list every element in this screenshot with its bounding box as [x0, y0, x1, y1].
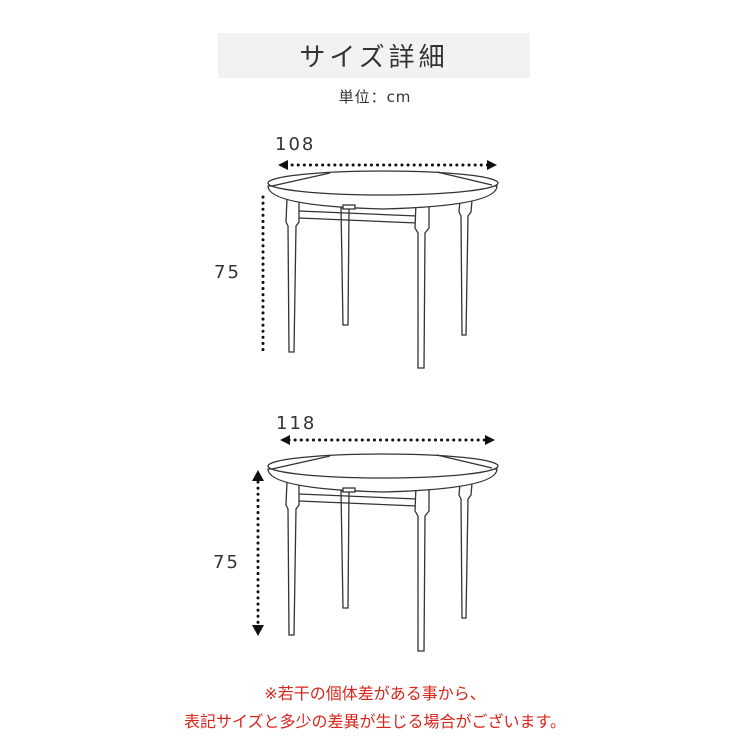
table2-drawing — [267, 453, 499, 652]
disclaimer-line1: ※若干の個体差がある事から、 — [264, 684, 486, 703]
disclaimer-line2: 表記サイズと多少の差異が生じる場合がございます。 — [184, 712, 566, 731]
table2-height-arrow — [252, 470, 264, 636]
table1-drawing — [267, 170, 499, 369]
table2-width-arrow — [280, 435, 495, 445]
unit-label: 単位：cm — [338, 88, 412, 106]
title-banner: サイズ詳細 — [218, 33, 530, 78]
table2-height-label: 75 — [213, 552, 240, 573]
table1-width-label: 108 — [275, 134, 316, 155]
table1-width-arrow — [278, 160, 497, 170]
table2-width-label: 118 — [276, 413, 317, 434]
page-title: サイズ詳細 — [299, 43, 449, 73]
table1-height-label: 75 — [214, 262, 241, 283]
